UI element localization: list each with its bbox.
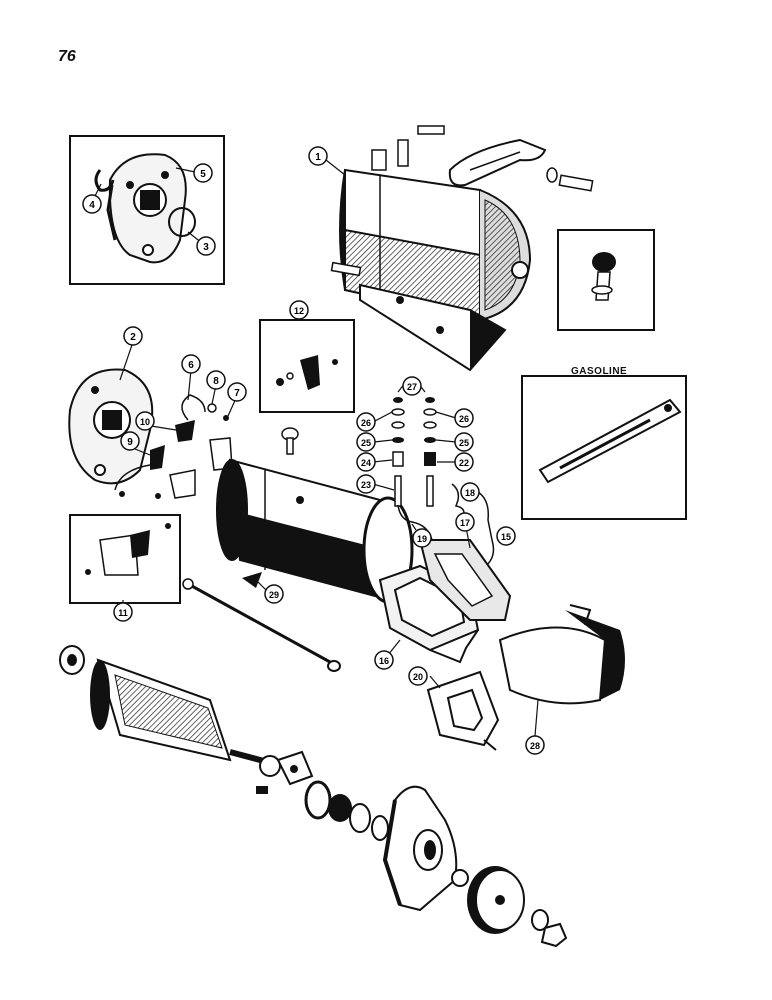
svg-text:27: 27 (407, 382, 417, 392)
svg-text:10: 10 (140, 417, 150, 427)
terminal-screw-part (281, 427, 299, 455)
callout-25-left: 25 (356, 432, 376, 452)
callout-8: 8 (206, 370, 226, 390)
svg-text:9: 9 (127, 437, 133, 448)
armature-part (59, 645, 276, 767)
starter-motor-assembly (339, 139, 532, 322)
inset-gasoline-title: GASOLINE (571, 366, 628, 377)
through-bolt-part (182, 578, 341, 672)
callout-29: 29 (264, 584, 284, 604)
callout-24: 24 (356, 452, 376, 472)
callout-19: 19 (412, 528, 432, 548)
inset-brush-holder-box (259, 319, 355, 413)
callout-2: 2 (123, 326, 143, 346)
field-coil-part (378, 539, 512, 664)
callout-4: 4 (82, 194, 102, 214)
svg-text:26: 26 (361, 418, 371, 428)
svg-text:29: 29 (269, 590, 279, 600)
callout-15: 15 (496, 526, 516, 546)
svg-text:15: 15 (501, 532, 511, 542)
svg-text:11: 11 (118, 608, 128, 618)
svg-text:4: 4 (89, 200, 95, 211)
pulley-part (451, 866, 568, 948)
svg-text:23: 23 (361, 480, 371, 490)
callout-27: 27 (402, 376, 422, 396)
o-ring-part (168, 207, 196, 237)
svg-text:25: 25 (361, 438, 371, 448)
callout-3: 3 (196, 236, 216, 256)
callout-26-right: 26 (454, 408, 474, 428)
callout-11: 11 (113, 602, 133, 622)
callout-26-left: 26 (356, 412, 376, 432)
svg-text:8: 8 (213, 376, 219, 387)
inset-gasoline-box (521, 375, 687, 520)
page-number: 76 (58, 48, 76, 65)
callout-5: 5 (193, 163, 213, 183)
svg-text:5: 5 (200, 169, 206, 180)
svg-text:19: 19 (417, 534, 427, 544)
svg-text:6: 6 (188, 360, 194, 371)
terminal-screw-part (591, 252, 616, 301)
bolt-part (546, 167, 594, 192)
callout-17: 17 (455, 512, 475, 532)
callout-16: 16 (374, 650, 394, 670)
end-frame-part (106, 153, 187, 264)
leader-lines (94, 159, 539, 737)
callout-20: 20 (408, 666, 428, 686)
bolt-part (417, 125, 445, 135)
mounting-bracket-part (330, 261, 507, 372)
drive-end-housing-part (382, 785, 458, 912)
callout-9: 9 (120, 431, 140, 451)
brush-part (85, 523, 171, 576)
callout-23: 23 (356, 474, 376, 494)
callout-22: 22 (454, 452, 474, 472)
svg-text:25: 25 (459, 438, 469, 448)
callout-12: 12 (289, 300, 309, 320)
svg-text:1: 1 (315, 152, 321, 163)
svg-text:12: 12 (294, 306, 304, 316)
svg-text:28: 28 (530, 741, 540, 751)
svg-text:16: 16 (379, 656, 389, 666)
callout-18: 18 (460, 482, 480, 502)
inset-terminal-box (557, 229, 655, 331)
callout-6: 6 (181, 354, 201, 374)
svg-text:7: 7 (234, 388, 240, 399)
brush-holder-part (276, 355, 338, 390)
shield-part (498, 604, 625, 705)
svg-text:18: 18 (465, 488, 475, 498)
retaining-ring-part (94, 169, 115, 192)
svg-text:26: 26 (459, 414, 469, 424)
commutator-end-frame-part (68, 368, 154, 485)
terminal-stack-parts (391, 397, 437, 541)
callout-25-right: 25 (454, 432, 474, 452)
bearing-washer-parts (256, 750, 389, 841)
svg-text:24: 24 (361, 458, 371, 468)
svg-text:17: 17 (460, 518, 470, 528)
callout-10: 10 (135, 411, 155, 431)
callout-28: 28 (525, 735, 545, 755)
svg-text:3: 3 (203, 242, 209, 253)
svg-text:22: 22 (459, 458, 469, 468)
gasket-part (426, 670, 500, 751)
pole-shoe-screw-part (242, 572, 262, 588)
callout-1: 1 (308, 146, 328, 166)
mounting-strap-part (448, 138, 547, 187)
inset-end-frame-box (69, 135, 225, 285)
svg-text:20: 20 (413, 672, 423, 682)
svg-text:2: 2 (130, 332, 136, 343)
gasoline-strap-part (538, 398, 682, 484)
callout-7: 7 (227, 382, 247, 402)
